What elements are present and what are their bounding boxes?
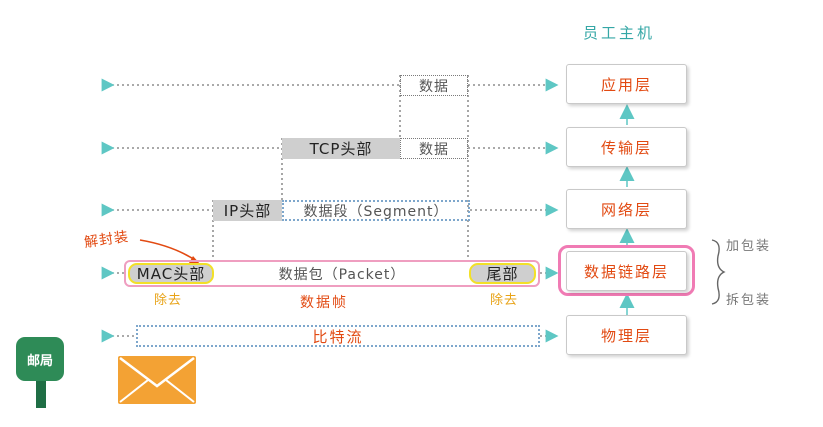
- post-office-sign: 邮局: [16, 337, 64, 381]
- trailer-cell: 尾部: [469, 263, 536, 284]
- frame-outline: [124, 260, 540, 287]
- transport-data-cell: 数据: [400, 138, 468, 159]
- unpack-label: 拆包装: [726, 293, 772, 308]
- host-title: 员工主机: [583, 24, 656, 42]
- bitstream-cell: 比特流: [136, 325, 540, 347]
- layer-datalink: 数据链路层: [566, 251, 687, 291]
- tcp-header-cell: TCP头部: [282, 138, 400, 159]
- remove-label-right: 除去: [490, 293, 519, 308]
- layer-transport: 传输层: [566, 127, 687, 167]
- side-brace: [711, 239, 726, 305]
- envelope-icon: [118, 356, 196, 404]
- post-office-pole: [36, 370, 46, 408]
- packet-cell: 数据包（Packet）: [278, 266, 406, 283]
- bitstream-label: 比特流: [312, 327, 364, 346]
- datalink-highlight: [558, 245, 695, 296]
- decapsulate-arrow: [139, 239, 199, 263]
- app-data-cell: 数据: [400, 75, 468, 96]
- post-office-label: 邮局: [26, 353, 53, 369]
- layer-physical: 物理层: [566, 315, 687, 355]
- mac-header-cell: MAC头部: [128, 263, 214, 284]
- layer-network: 网络层: [566, 189, 687, 229]
- encapsulate-label: 加包装: [726, 239, 772, 254]
- frame-label: 数据帧: [300, 295, 348, 311]
- ip-header-cell: IP头部: [213, 200, 282, 221]
- segment-cell: 数据段（Segment）: [282, 200, 470, 221]
- remove-label-left: 除去: [154, 293, 183, 308]
- layer-application: 应用层: [566, 64, 687, 104]
